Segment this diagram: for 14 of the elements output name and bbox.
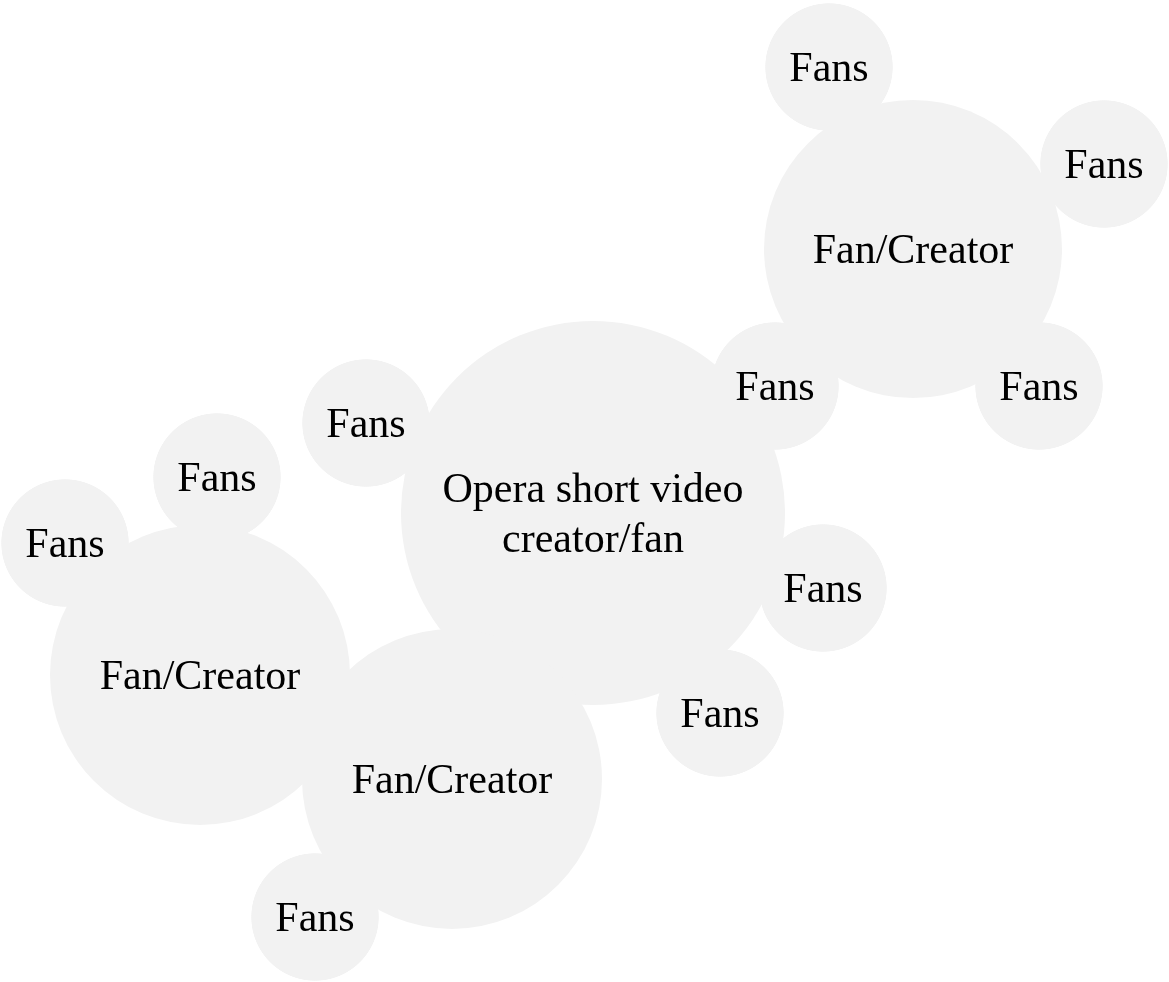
bubble-label: Fans xyxy=(275,892,355,942)
bubble-label: Fans xyxy=(1064,139,1144,189)
bubble-label: Opera short video creator/fan xyxy=(441,463,745,563)
bubble-label: Fans xyxy=(177,452,257,502)
bubble-label: Fans xyxy=(680,688,760,738)
bubble-label: Fans xyxy=(735,361,815,411)
bubble-label: Fans xyxy=(326,398,406,448)
bubble-label: Fan/Creator xyxy=(812,224,1014,274)
bubble-label: Fans xyxy=(25,518,105,568)
bubble-label: Fan/Creator xyxy=(99,650,301,700)
bubble-label: Fans xyxy=(999,361,1079,411)
bubble-label: Fans xyxy=(783,563,863,613)
bubble-label: Fans xyxy=(789,42,869,92)
bubble-label: Fan/Creator xyxy=(351,754,553,804)
